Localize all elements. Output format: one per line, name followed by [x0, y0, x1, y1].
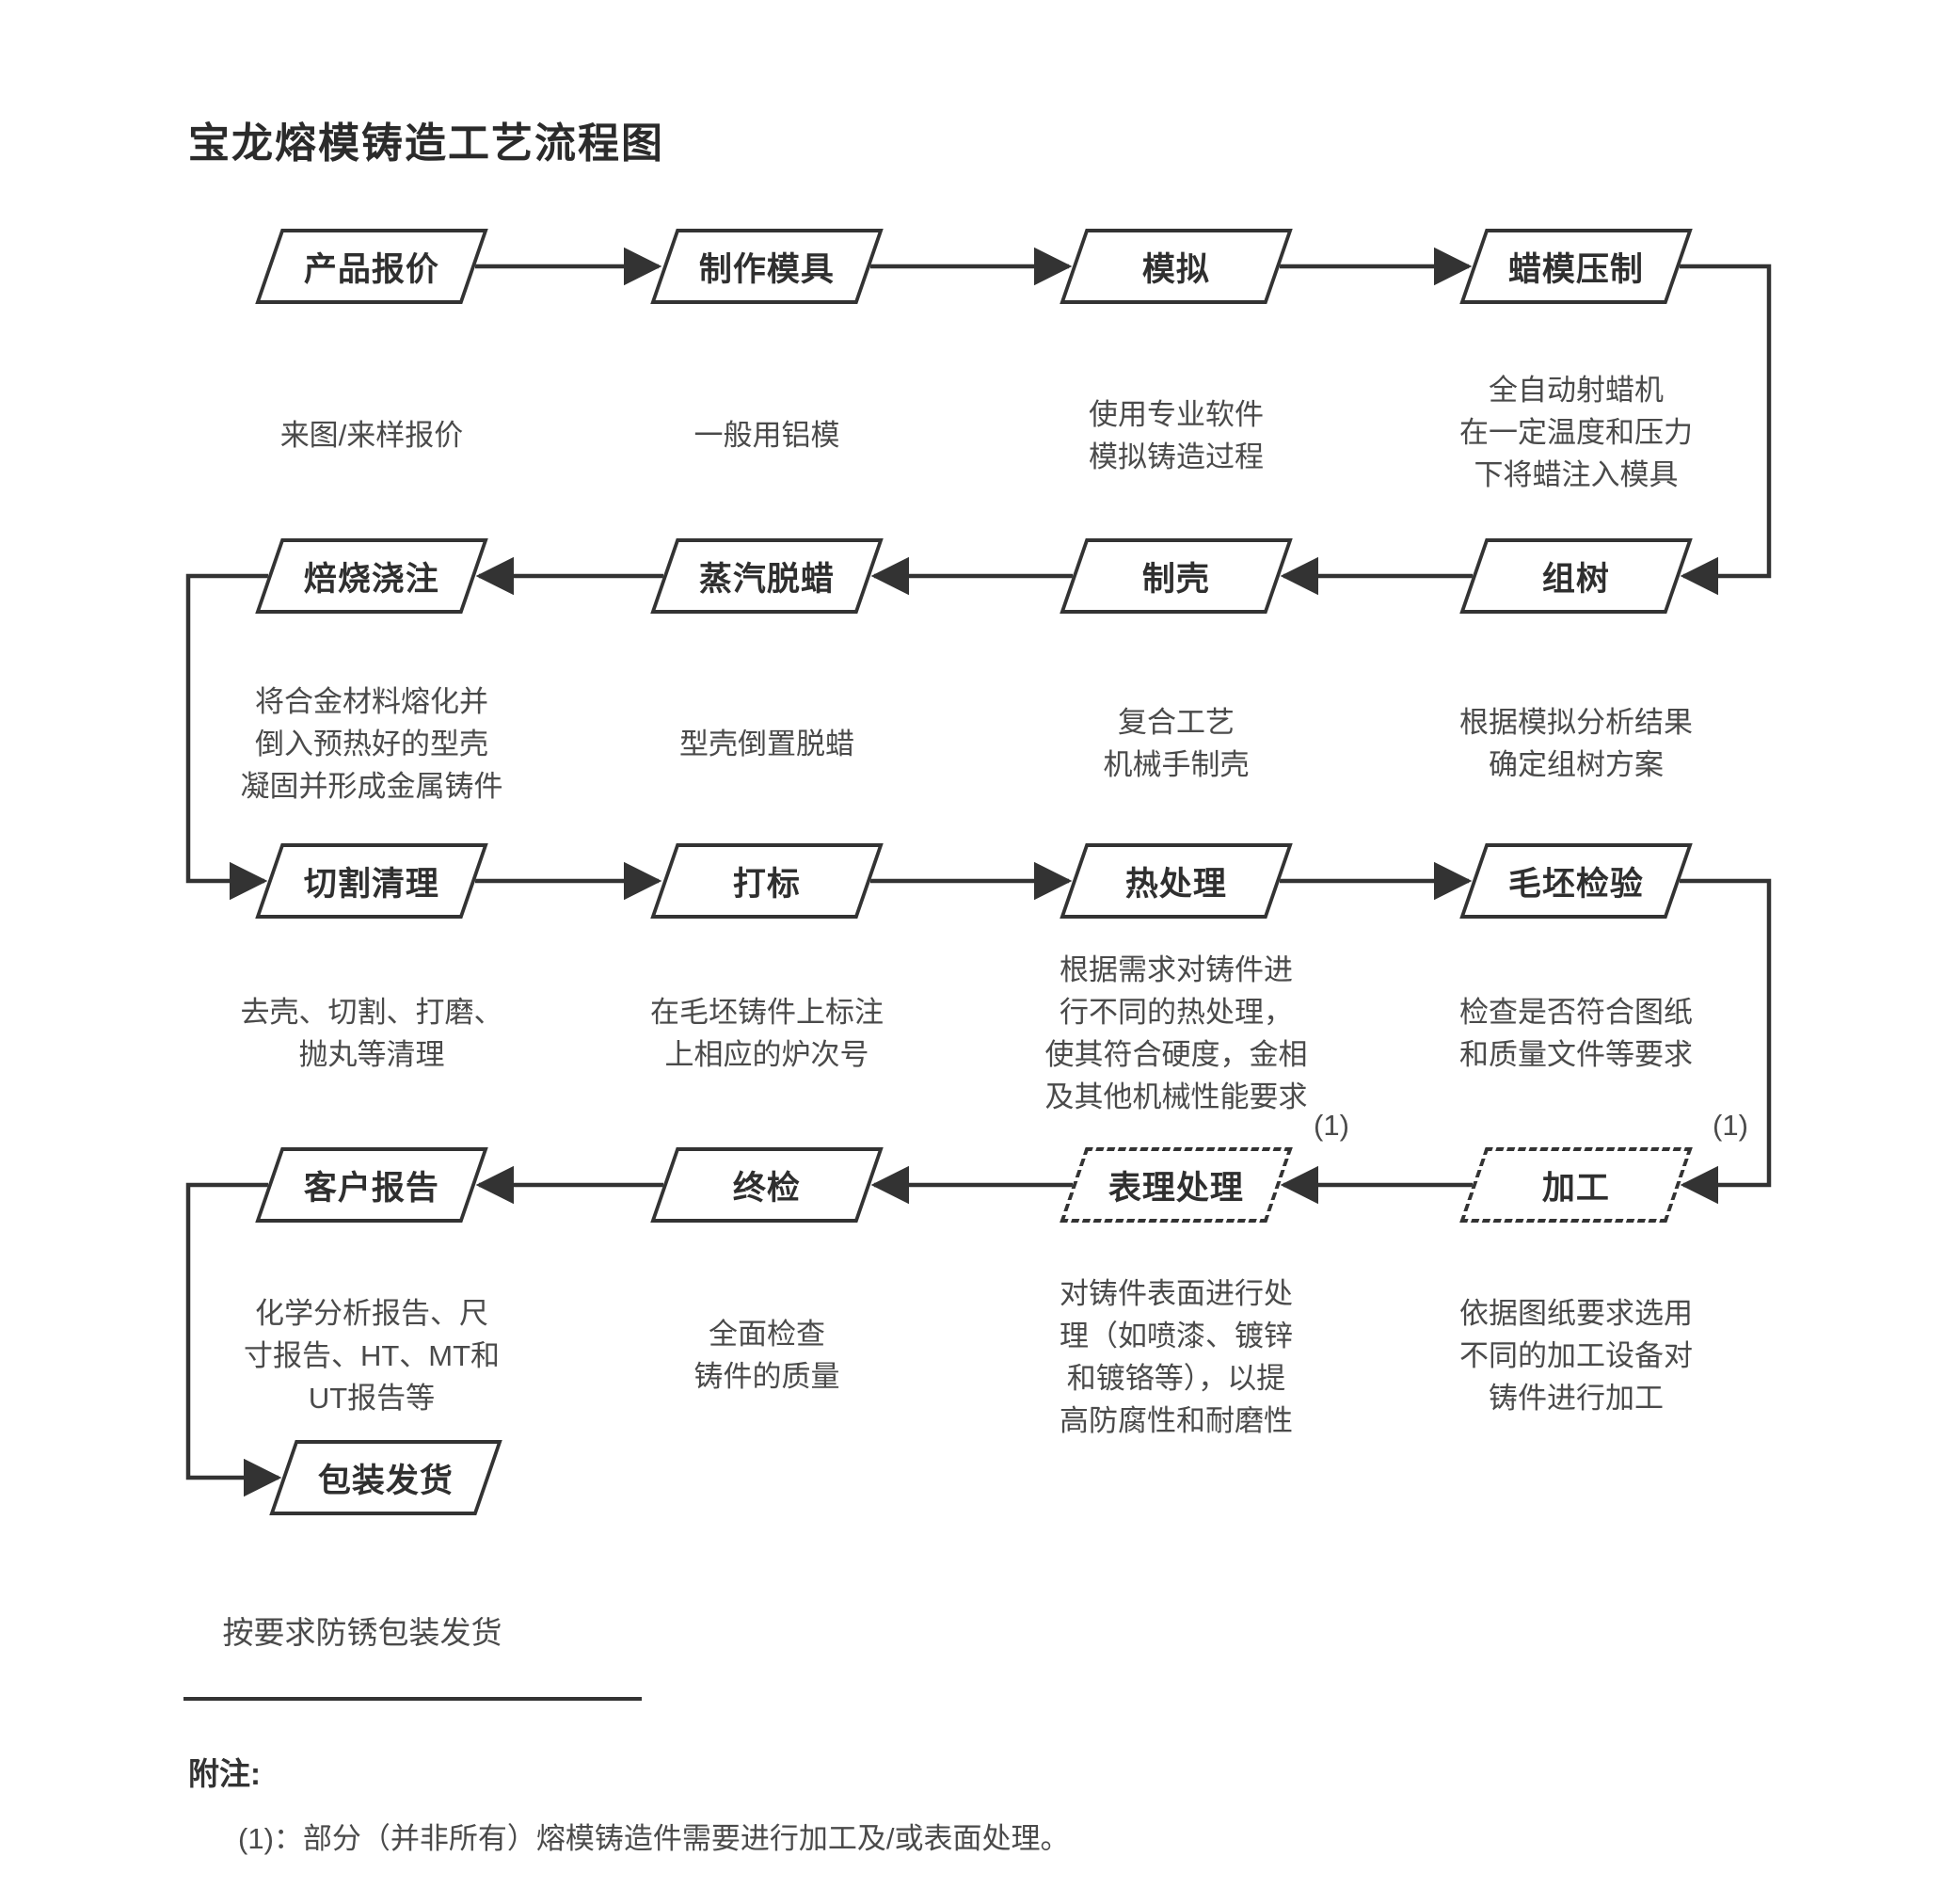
- node-desc-cutting-cleaning: 去壳、切割、打磨、 抛丸等清理: [240, 996, 503, 1071]
- node-desc-steam-dewax: 型壳倒置脱蜡: [679, 728, 854, 760]
- node-marking: 打标: [650, 843, 884, 919]
- node-desc-customer-report: 化学分析报告、尺 寸报告、HT、MT和 UT报告等: [243, 1297, 501, 1415]
- node-desc-mold-making: 一般用铝模: [693, 419, 840, 452]
- node-tree-assembly: 组树: [1459, 538, 1693, 614]
- node-product-quote: 产品报价: [255, 229, 488, 304]
- node-label: 制作模具: [698, 250, 835, 288]
- node-desc-blank-inspection: 检查是否符合图纸 和质量文件等要求: [1459, 996, 1693, 1071]
- footnote-heading: 附注:: [188, 1756, 261, 1791]
- node-label: 表理处理: [1107, 1169, 1244, 1207]
- node-desc-simulation: 使用专业软件 模拟铸造过程: [1089, 398, 1264, 473]
- node-label: 打标: [732, 865, 801, 903]
- node-shell-making: 制壳: [1060, 538, 1293, 614]
- node-simulation: 模拟: [1060, 229, 1293, 304]
- node-label: 蜡模压制: [1507, 250, 1644, 288]
- node-final-inspection: 终检: [650, 1147, 884, 1223]
- node-desc-heat-treatment: 根据需求对铸件进 行不同的热处理， 使其符合硬度，金相 及其他机械性能要求: [1044, 953, 1308, 1113]
- node-desc-machining: 依据图纸要求选用 不同的加工设备对 铸件进行加工: [1459, 1297, 1693, 1415]
- node-label: 焙烧浇注: [303, 560, 439, 598]
- node-desc-wax-injection: 全自动射蜡机 在一定温度和压力 下将蜡注入模具: [1459, 374, 1693, 491]
- page-title: 宝龙熔模铸造工艺流程图: [188, 120, 664, 167]
- node-label: 模拟: [1141, 250, 1210, 288]
- arrow-report-to-packing: [185, 1182, 282, 1497]
- node-label: 热处理: [1124, 865, 1227, 903]
- node-desc-tree-assembly: 根据模拟分析结果 确定组树方案: [1459, 706, 1693, 781]
- node-label: 终检: [732, 1169, 801, 1207]
- node-packing-shipping: 包装发货: [269, 1440, 502, 1515]
- node-label: 蒸汽脱蜡: [698, 560, 835, 598]
- node-mold-making: 制作模具: [650, 229, 884, 304]
- node-label: 客户报告: [303, 1169, 439, 1207]
- node-surface-treatment: 表理处理: [1060, 1147, 1293, 1223]
- node-cutting-cleaning: 切割清理: [255, 843, 488, 919]
- node-label: 包装发货: [317, 1462, 454, 1499]
- arrow-waxpress-to-tree: [1680, 264, 1772, 596]
- footnote-divider: [183, 1697, 642, 1701]
- arrow-inspection-to-machining: [1680, 878, 1772, 1205]
- node-firing-pouring: 焙烧浇注: [255, 538, 488, 614]
- node-steam-dewax: 蒸汽脱蜡: [650, 538, 884, 614]
- node-desc-shell-making: 复合工艺 机械手制壳: [1103, 706, 1250, 781]
- footnote-marker-machining: (1): [1713, 1109, 1748, 1142]
- node-desc-surface-treatment: 对铸件表面进行处 理（如喷漆、镀锌 和镀铬等），以提 高防腐性和耐磨性: [1060, 1277, 1293, 1437]
- node-desc-marking: 在毛坯铸件上标注 上相应的炉次号: [650, 996, 884, 1071]
- node-desc-product-quote: 来图/来样报价: [279, 419, 464, 452]
- arrow-firing-to-cutting: [185, 573, 268, 901]
- node-label: 加工: [1541, 1169, 1610, 1207]
- footnote-marker-surface-treatment: (1): [1314, 1109, 1349, 1142]
- node-customer-report: 客户报告: [255, 1147, 488, 1223]
- node-label: 毛坯检验: [1507, 865, 1644, 903]
- node-desc-packing-shipping: 按要求防锈包装发货: [222, 1615, 502, 1650]
- node-heat-treatment: 热处理: [1060, 843, 1293, 919]
- node-machining: 加工: [1459, 1147, 1693, 1223]
- node-label: 组树: [1541, 560, 1610, 598]
- node-desc-final-inspection: 全面检查 铸件的质量: [693, 1318, 840, 1393]
- node-blank-inspection: 毛坯检验: [1459, 843, 1693, 919]
- node-label: 产品报价: [303, 250, 439, 288]
- node-wax-injection: 蜡模压制: [1459, 229, 1693, 304]
- node-desc-firing-pouring: 将合金材料熔化并 倒入预热好的型壳 凝固并形成金属铸件: [240, 685, 503, 803]
- node-label: 切割清理: [303, 865, 439, 903]
- node-label: 制壳: [1141, 560, 1210, 598]
- footnote-text: (1)：部分（并非所有）熔模铸造件需要进行加工及/或表面处理。: [238, 1822, 1070, 1855]
